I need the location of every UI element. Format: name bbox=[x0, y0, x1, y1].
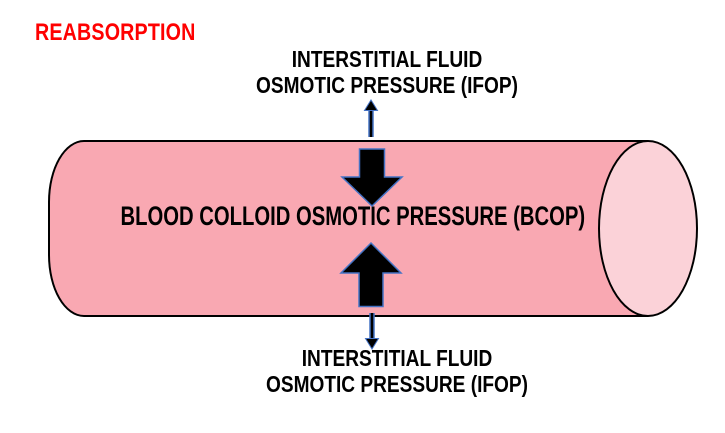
ifop-label-top-line1: INTERSTITIAL FLUID bbox=[291, 46, 483, 72]
ifop-outward-arrow-top-icon bbox=[363, 99, 379, 137]
capillary-vessel-end-cap bbox=[598, 140, 698, 317]
ifop-label-top-line2: OSMOTIC PRESSURE (IFOP) bbox=[256, 72, 518, 98]
ifop-label-bottom-line2: OSMOTIC PRESSURE (IFOP) bbox=[266, 371, 528, 397]
ifop-outward-arrow-bottom-icon bbox=[364, 313, 380, 350]
ifop-label-bottom: INTERSTITIAL FLUID OSMOTIC PRESSURE (IFO… bbox=[248, 345, 547, 397]
ifop-label-top: INTERSTITIAL FLUID OSMOTIC PRESSURE (IFO… bbox=[238, 46, 537, 98]
ifop-label-bottom-line1: INTERSTITIAL FLUID bbox=[301, 345, 493, 371]
reabsorption-heading: REABSORPTION bbox=[35, 19, 196, 46]
bcop-label: BLOOD COLLOID OSMOTIC PRESSURE (BCOP) bbox=[120, 201, 586, 231]
